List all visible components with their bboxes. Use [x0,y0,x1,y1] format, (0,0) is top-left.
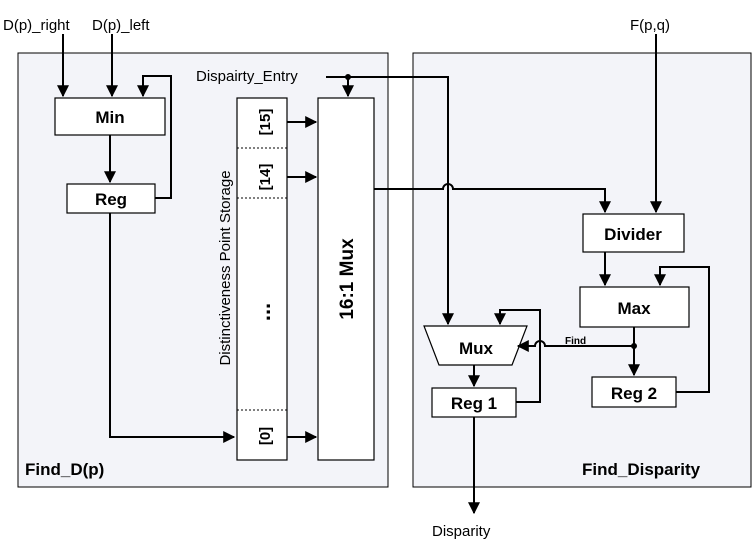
divider-label: Divider [604,225,662,244]
reg-feedback-wire [137,75,172,199]
reg1-block [431,387,517,418]
reg1-feedback-wire [494,309,541,403]
reg-label: Reg [95,190,127,209]
reg2-feedback-wire [654,266,710,393]
mux-block [423,325,528,366]
divider-block [582,213,685,253]
slot-15-label: [15] [257,109,274,136]
reg1-label: Reg 1 [451,394,497,413]
find-label: Find [565,336,586,347]
find-junction [631,343,637,349]
reg-to-storage-wire [109,213,236,443]
disparity-output-label: Disparity [432,523,491,540]
slot-14-label: [14] [257,164,274,191]
find-disparity-title: Find_Disparity [582,460,701,479]
dispairty-entry-label: Dispairty_Entry [196,68,298,85]
mux16-label: 16:1 Mux [337,238,358,320]
slot-0-label: [0] [257,427,274,445]
d-left-label: D(p)_left [92,17,150,34]
storage-ellipsis: ... [250,303,275,321]
f-pq-label: F(p,q) [630,17,670,34]
mux16-to-divider-wire [374,183,611,214]
d-right-label: D(p)_right [3,17,71,34]
entry-to-mux-wire [348,76,454,326]
min-label: Min [95,108,124,127]
reg2-label: Reg 2 [611,384,657,403]
find-disparity-panel [412,52,752,488]
max-label: Max [617,299,651,318]
mux16-block [317,97,375,461]
min-block [54,97,166,136]
distinctiveness-storage-block [236,97,288,461]
entry-junction [345,74,351,80]
mux-label: Mux [459,339,494,358]
find-dp-title: Find_D(p) [25,460,104,479]
storage-title: Distinctiveness Point Storage [217,170,234,365]
